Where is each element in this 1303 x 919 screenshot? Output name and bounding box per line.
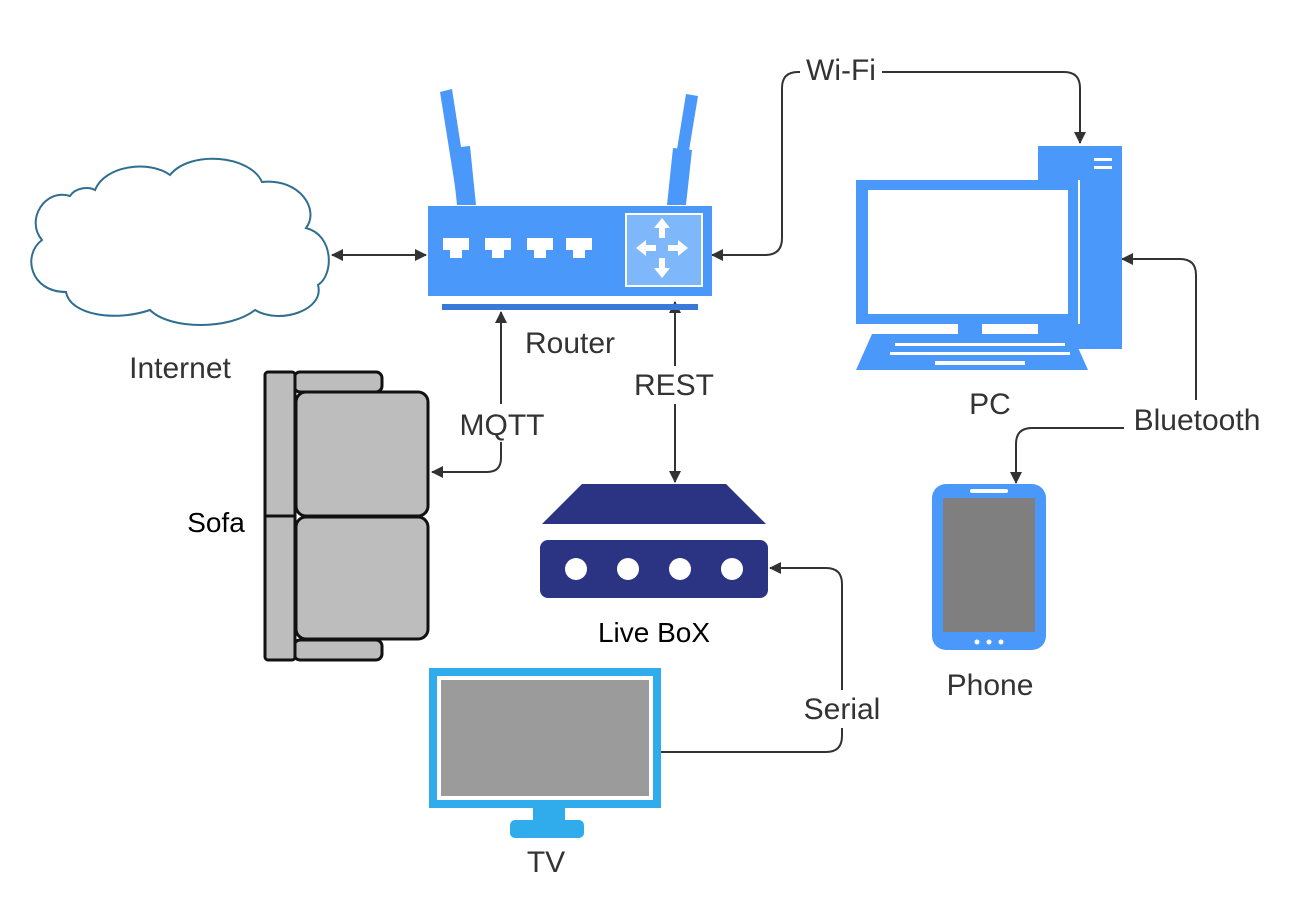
mqtt-connector	[431, 311, 507, 478]
serial-connector	[660, 562, 843, 753]
sofa-icon	[263, 370, 430, 662]
desktop-computer-icon	[856, 146, 1122, 370]
tv-node: TV	[429, 668, 661, 879]
serial-label: Serial	[804, 693, 881, 726]
internet-label: Internet	[129, 352, 231, 385]
router-node: Router	[428, 89, 712, 360]
router-icon	[428, 89, 712, 310]
smartphone-icon	[932, 484, 1046, 650]
livebox-label: Live BoX	[598, 617, 710, 648]
phone-label: Phone	[947, 669, 1034, 702]
sofa-node: Sofa	[187, 370, 430, 662]
set-top-box-icon	[540, 484, 768, 598]
rest-edge-label: REST	[624, 366, 724, 404]
mqtt-edge-label: MQTT	[452, 404, 552, 442]
sofa-label: Sofa	[187, 507, 245, 538]
bluetooth-label: Bluetooth	[1134, 404, 1261, 437]
wifi-connector	[711, 71, 1086, 261]
serial-edge-label: Serial	[796, 690, 888, 728]
mqtt-label: MQTT	[460, 409, 545, 442]
router-label: Router	[525, 327, 615, 360]
edge-labels: Wi-Fi MQTT REST Bluetooth Serial	[452, 52, 1270, 728]
pc-label: PC	[969, 388, 1011, 421]
wifi-edge-label: Wi-Fi	[800, 52, 882, 88]
phone-node: Phone	[932, 484, 1046, 702]
rest-label: REST	[634, 369, 714, 402]
internet-node: Internet	[30, 157, 330, 385]
wifi-label: Wi-Fi	[806, 54, 876, 87]
bluetooth-edge-label: Bluetooth	[1124, 400, 1270, 438]
television-icon	[429, 668, 661, 838]
pc-node: PC	[856, 146, 1122, 421]
tv-label: TV	[527, 846, 565, 879]
cloud-icon	[30, 157, 330, 326]
livebox-node: Live BoX	[540, 484, 768, 648]
